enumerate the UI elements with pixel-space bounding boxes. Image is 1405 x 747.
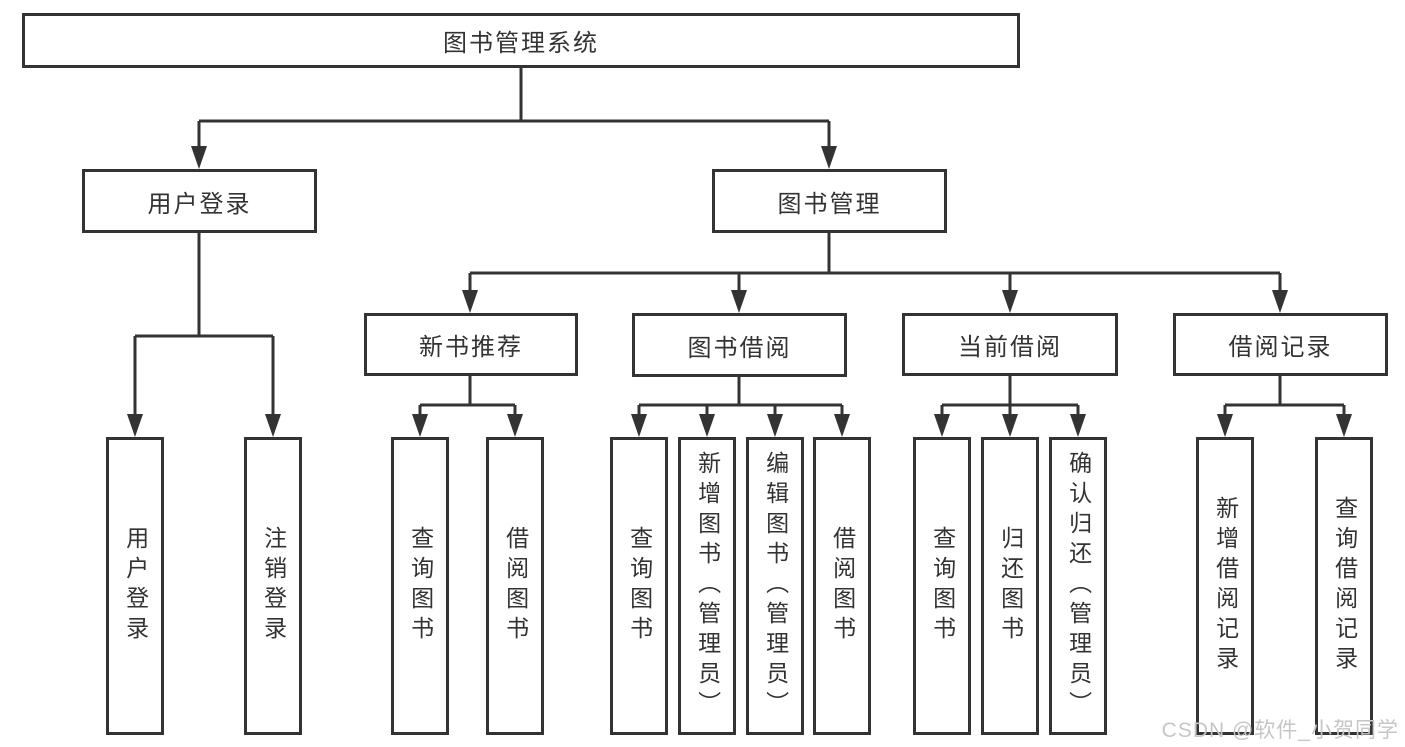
leaf-add-book-admin-label: 新增图书（管理员）	[694, 451, 721, 721]
leaf-confirm-return-admin-label: 确认归还（管理员）	[1065, 451, 1092, 721]
leaf-add-borrow-record: 新增借阅记录	[1196, 437, 1254, 735]
node-root-system: 图书管理系统	[22, 13, 1020, 68]
leaf-query-borrow-record-label: 查询借阅记录	[1331, 496, 1358, 676]
node-user-login-label: 用户登录	[147, 190, 252, 218]
leaf-add-book-admin: 新增图书（管理员）	[678, 437, 736, 735]
leaf-edit-book-admin: 编辑图书（管理员）	[746, 437, 804, 735]
leaf-query-books-recommend: 查询图书	[391, 437, 449, 735]
leaf-borrow-books-recommend: 借阅图书	[486, 437, 544, 735]
connector-new-books-children	[412, 376, 523, 437]
leaf-borrow-books-borrowing: 借阅图书	[813, 437, 871, 735]
node-book-management-label: 图书管理	[777, 190, 882, 218]
node-new-book-recommend-label: 新书推荐	[419, 334, 523, 361]
leaf-edit-book-admin-label: 编辑图书（管理员）	[762, 451, 789, 721]
leaf-return-book-label: 归还图书	[997, 526, 1024, 646]
leaf-user-login: 用户登录	[106, 437, 164, 735]
node-user-login: 用户登录	[82, 169, 317, 233]
connector-user-login-children	[127, 233, 281, 437]
leaf-query-books-current: 查询图书	[913, 437, 971, 735]
connector-current-children	[934, 376, 1086, 437]
leaf-confirm-return-admin: 确认归还（管理员）	[1049, 437, 1107, 735]
leaf-logout-label: 注销登录	[260, 526, 287, 646]
node-borrow-records: 借阅记录	[1173, 313, 1388, 376]
node-new-book-recommend: 新书推荐	[364, 313, 578, 376]
node-book-management: 图书管理	[712, 169, 947, 233]
node-book-borrowing-label: 图书借阅	[687, 334, 792, 362]
leaf-query-books-recommend-label: 查询图书	[407, 526, 434, 646]
connector-borrowing-children	[631, 377, 850, 437]
leaf-add-borrow-record-label: 新增借阅记录	[1212, 496, 1239, 676]
connector-root-to-level1	[191, 68, 837, 169]
leaf-query-books-current-label: 查询图书	[929, 526, 956, 646]
leaf-query-borrow-record: 查询借阅记录	[1315, 437, 1373, 735]
node-current-borrowing: 当前借阅	[902, 313, 1118, 376]
leaf-user-login-label: 用户登录	[122, 526, 149, 646]
leaf-borrow-books-recommend-label: 借阅图书	[502, 526, 529, 646]
leaf-logout: 注销登录	[244, 437, 302, 735]
node-root-label: 图书管理系统	[443, 30, 599, 57]
leaf-query-books-borrowing-label: 查询图书	[626, 526, 653, 646]
leaf-query-books-borrowing: 查询图书	[610, 437, 668, 735]
node-borrow-records-label: 借阅记录	[1228, 334, 1333, 361]
leaf-return-book: 归还图书	[981, 437, 1039, 735]
connector-book-mgmt-to-level2	[462, 233, 1288, 313]
connector-records-children	[1217, 376, 1352, 437]
node-current-borrowing-label: 当前借阅	[958, 334, 1062, 361]
node-book-borrowing: 图书借阅	[632, 313, 847, 377]
watermark: CSDN @软件_小贺同学	[1161, 719, 1399, 742]
leaf-borrow-books-borrowing-label: 借阅图书	[829, 526, 856, 646]
